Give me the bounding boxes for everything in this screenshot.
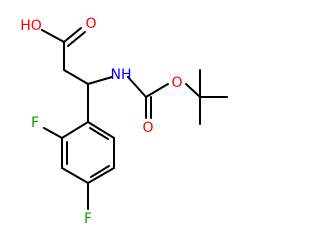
structure-diagram: HO O NH O O F F — [20, 16, 228, 227]
bond-n-c4 — [127, 76, 147, 98]
ring-inner-bond-2 — [90, 165, 110, 178]
fluorine-ortho-label: F — [31, 115, 39, 131]
fluorine-para-label: F — [84, 211, 92, 227]
ring-bond-6 — [87, 121, 115, 139]
hydroxyl-label: HO — [20, 18, 42, 34]
ring-bond-4 — [87, 167, 115, 184]
bond-c2-c3 — [63, 69, 89, 85]
carbamate-ester-oxygen-label: O — [171, 75, 182, 91]
bond-ring-f-ortho — [43, 127, 63, 139]
bond-c1-o-double-b — [67, 31, 86, 47]
ring-inner-bond-3 — [89, 127, 109, 140]
ring-bond-3 — [61, 167, 89, 184]
ring-bond-1 — [61, 121, 89, 139]
acid-carbonyl-oxygen-label: O — [85, 16, 96, 32]
amine-label: NH — [111, 67, 132, 83]
carbamate-carbonyl-oxygen-label: O — [142, 120, 153, 136]
bond-c1-o-double-a — [63, 27, 82, 43]
bond-oh-c1 — [41, 29, 65, 43]
bond-c3-n — [87, 76, 113, 85]
bond-o-ester-c5 — [185, 83, 201, 98]
bond-c4-o-ester — [145, 83, 169, 98]
